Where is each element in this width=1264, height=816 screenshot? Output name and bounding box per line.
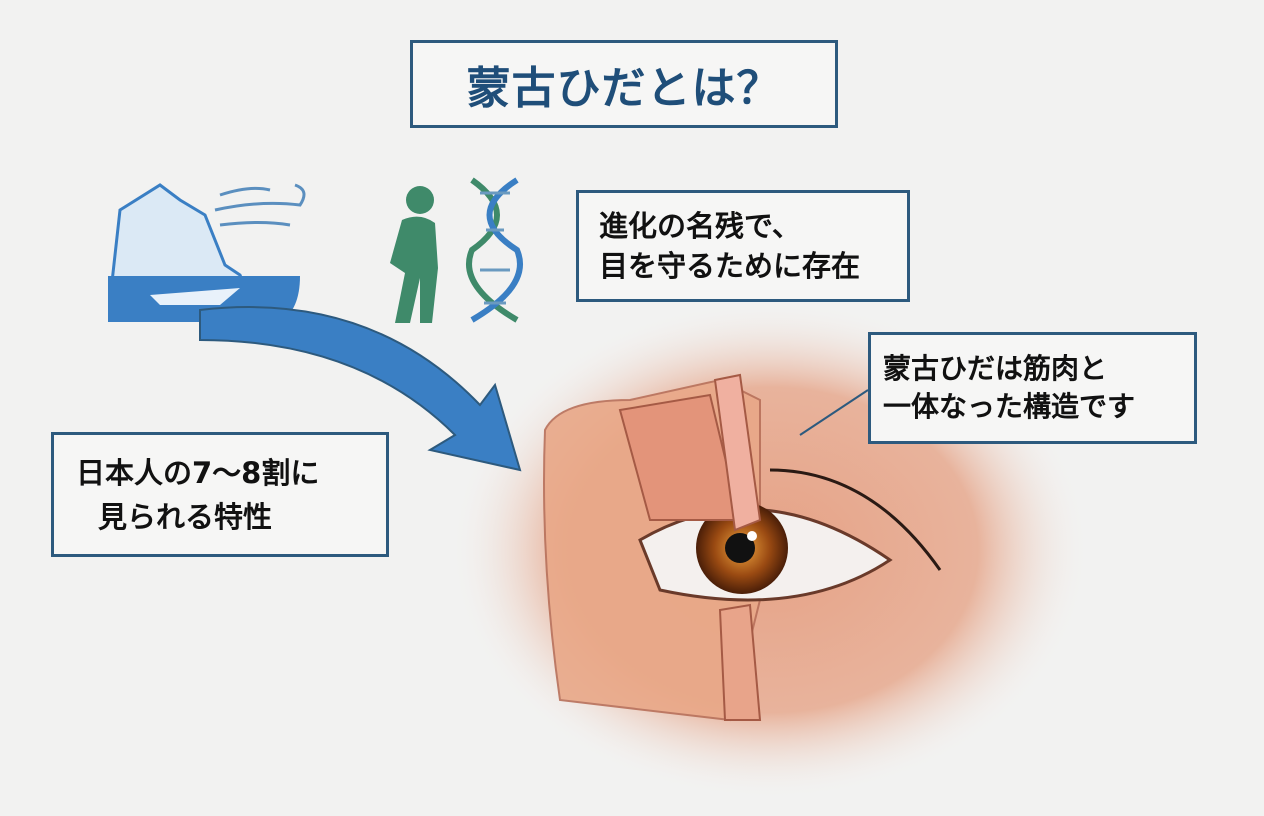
evolution-note-line1: 進化の名残で、 [599, 209, 801, 243]
structure-note-box: 蒙古ひだは筋肉と 一体なった構造です [868, 332, 1197, 444]
pupil [725, 533, 755, 563]
page-title: 蒙古ひだとは？ [466, 63, 782, 114]
curved-arrow-icon [199, 306, 522, 472]
evolution-note-box: 進化の名残で、 目を守るために存在 [576, 190, 910, 302]
title-box: 蒙古ひだとは？ [410, 40, 838, 128]
human-evolution-icon [390, 186, 438, 323]
prevalence-note-line2: 見られる特性 [98, 499, 273, 534]
dna-icon [466, 177, 523, 323]
evolution-note-line2: 目を守るために存在 [599, 249, 861, 283]
prevalence-note-box: 日本人の7〜8割に 見られる特性 [51, 432, 389, 557]
structure-note-line2: 一体なった構造です [883, 390, 1136, 423]
prevalence-note-line1: 日本人の7〜8割に [76, 455, 320, 490]
structure-note-line1: 蒙古ひだは筋肉と [883, 352, 1108, 385]
